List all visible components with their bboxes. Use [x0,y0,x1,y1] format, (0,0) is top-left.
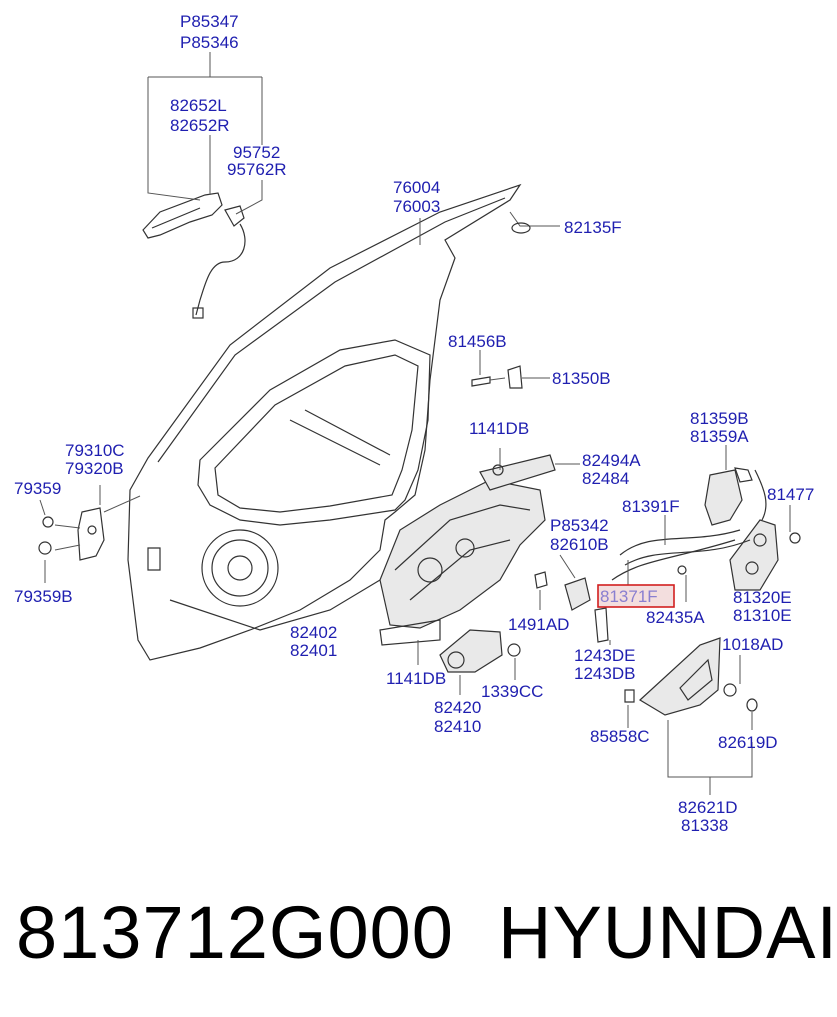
label-81338: 81338 [681,816,728,835]
label-95752: 95752 [233,143,280,162]
outside-handle [142,192,246,319]
label-81477: 81477 [767,485,814,504]
label-1339cc: 1339CC [481,682,543,701]
label-1491ad: 1491AD [508,615,569,634]
label-81359b: 81359B [690,409,749,428]
label-1243db: 1243DB [574,664,635,683]
label-82619d: 82619D [718,733,778,752]
check-bolt [471,350,550,389]
label-79310c: 79310C [65,441,125,460]
label-81320e: 81320E [733,588,792,607]
label-82621d: 82621D [678,798,738,817]
door-leader-lines [419,211,560,245]
label-1018ad: 1018AD [722,635,783,654]
label-1141db-top: 1141DB [469,419,529,438]
label-81310e: 81310E [733,606,792,625]
label-1243de: 1243DE [574,646,635,665]
label-79359: 79359 [14,479,61,498]
part-labels: P85347 P85346 82652L 82652R 95752 95762R… [14,12,814,835]
highlight-box [597,584,675,608]
door-latch [704,445,801,591]
label-76004: 76004 [393,178,440,197]
label-82420: 82420 [434,698,481,717]
label-81371f: 81371F [600,587,658,606]
label-95762r: 95762R [227,160,287,179]
label-82652r: 82652R [170,116,230,135]
label-82135f: 82135F [564,218,622,237]
door-parts-diagram: P85347 P85346 82652L 82652R 95752 95762R… [14,12,814,835]
label-82402: 82402 [290,623,337,642]
door-panel [127,183,522,661]
label-p85347: P85347 [180,12,239,31]
label-82610b: 82610B [550,535,609,554]
label-85858c: 85858C [590,727,650,746]
regulator-motor [417,629,521,695]
footer: 813712G000 HYUNDAI [0,860,837,1000]
label-82484: 82484 [582,469,629,488]
label-81456b: 81456B [448,332,507,351]
label-81350b: 81350B [552,369,611,388]
label-1141db-bottom: 1141DB [386,669,446,688]
handle-leader-lines [147,52,263,215]
label-82652l: 82652L [170,96,227,115]
label-82494a: 82494A [582,451,641,470]
label-82435a: 82435A [646,608,705,627]
label-79359b: 79359B [14,587,73,606]
label-76003: 76003 [393,197,440,216]
window-regulator [379,448,580,646]
brand-name: HYUNDAI [498,891,837,974]
door-hinge [38,485,141,583]
part-number: 813712G000 [16,891,454,974]
label-p85346: P85346 [180,33,239,52]
label-79320b: 79320B [65,459,124,478]
latch-cables [611,515,751,602]
label-81391f: 81391F [622,497,680,516]
label-p85342: P85342 [550,516,609,535]
label-82401: 82401 [290,641,337,660]
inside-handle [624,637,758,795]
label-82410: 82410 [434,717,481,736]
lock-actuator [534,554,611,645]
label-81359a: 81359A [690,427,749,446]
